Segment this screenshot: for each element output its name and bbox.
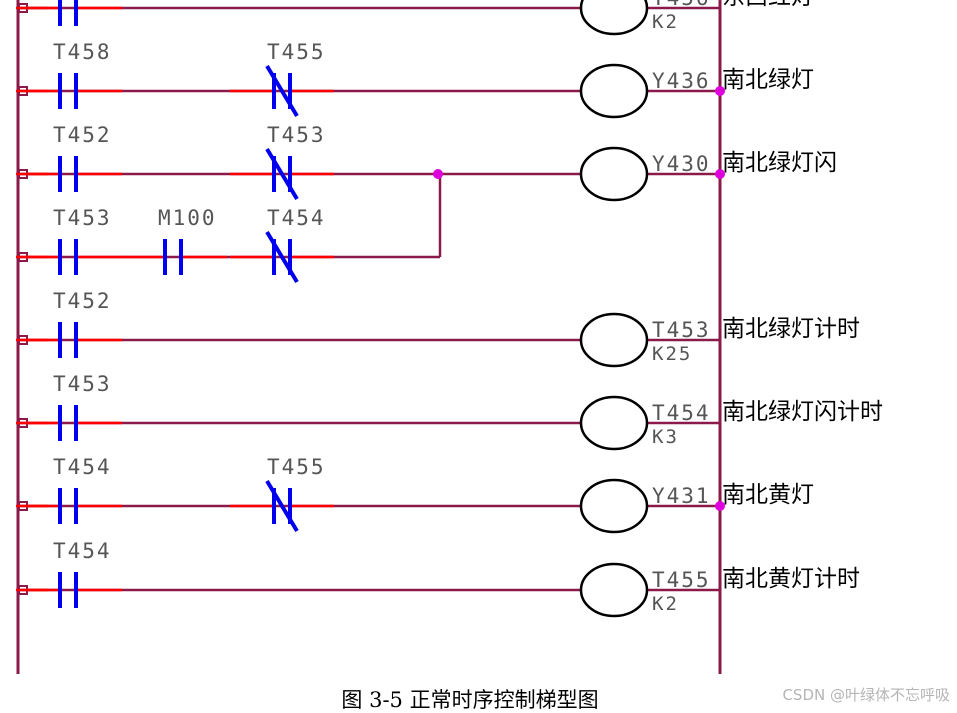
output-coil <box>579 312 649 368</box>
coil-preset: K2 <box>652 593 679 615</box>
output-coil <box>579 146 649 202</box>
contact-label: T452 <box>53 123 112 147</box>
no-contact <box>16 572 122 608</box>
contact-label: T452 <box>53 289 112 313</box>
contact-label: M100 <box>158 206 217 230</box>
contact-label: T454 <box>53 455 112 479</box>
text-layer: T456K2东西红灯T458T455Y436南北绿灯T452T453Y430南北… <box>53 0 883 615</box>
contact-label: T454 <box>267 206 326 230</box>
no-contact <box>16 0 122 26</box>
coil-preset: K3 <box>652 426 679 448</box>
contact-label: T455 <box>267 40 326 64</box>
no-contact <box>16 322 122 358</box>
coil-description: 南北黄灯 <box>722 482 814 508</box>
contact-slash <box>265 64 299 118</box>
coil-label: T455 <box>652 568 711 592</box>
nc-contact <box>230 64 334 118</box>
coil-label: T453 <box>652 318 711 342</box>
rail-junction-dot <box>715 86 725 96</box>
output-coil <box>579 63 649 119</box>
contact-label: T454 <box>53 539 112 563</box>
contact-label: T455 <box>267 455 326 479</box>
contact-slash <box>265 479 299 533</box>
coil-description: 南北绿灯计时 <box>722 316 860 342</box>
output-coil <box>579 395 649 451</box>
nc-contact <box>230 230 334 284</box>
coil-preset: K2 <box>652 11 679 33</box>
contact-slash <box>265 230 299 284</box>
no-contact <box>16 73 122 109</box>
coil-description: 南北绿灯 <box>722 67 814 93</box>
coil-description: 南北绿灯闪计时 <box>722 399 883 425</box>
output-coil <box>579 478 649 534</box>
figure-caption: 图 3-5 正常时序控制梯型图 <box>341 688 598 712</box>
coil-description: 南北绿灯闪 <box>722 150 837 176</box>
no-contact <box>16 488 122 524</box>
coil-label: Y431 <box>652 484 711 508</box>
rail-junction-dot <box>715 501 725 511</box>
coil-description: 东西红灯 <box>722 0 814 10</box>
coil-label: Y436 <box>652 69 711 93</box>
contact-label: T453 <box>53 372 112 396</box>
coil-description: 南北黄灯计时 <box>722 566 860 592</box>
watermark: CSDN @叶绿体不忘呼吸 <box>782 686 950 704</box>
branch-junction-dot <box>433 169 443 179</box>
coil-label: Y430 <box>652 152 711 176</box>
no-contact <box>16 405 122 441</box>
no-contact <box>16 156 122 192</box>
coil-preset: K25 <box>652 343 692 365</box>
contact-slash <box>265 147 299 201</box>
elements-layer <box>16 0 725 618</box>
nc-contact <box>230 147 334 201</box>
no-contact <box>121 239 227 275</box>
output-coil <box>579 562 649 618</box>
coil-label: T456 <box>652 0 711 10</box>
no-contact <box>16 239 122 275</box>
output-coil <box>579 0 649 36</box>
rail-junction-dot <box>715 169 725 179</box>
nc-contact <box>230 479 334 533</box>
contact-label: T453 <box>267 123 326 147</box>
coil-label: T454 <box>652 401 711 425</box>
contact-label: T458 <box>53 40 112 64</box>
contact-label: T453 <box>53 206 112 230</box>
